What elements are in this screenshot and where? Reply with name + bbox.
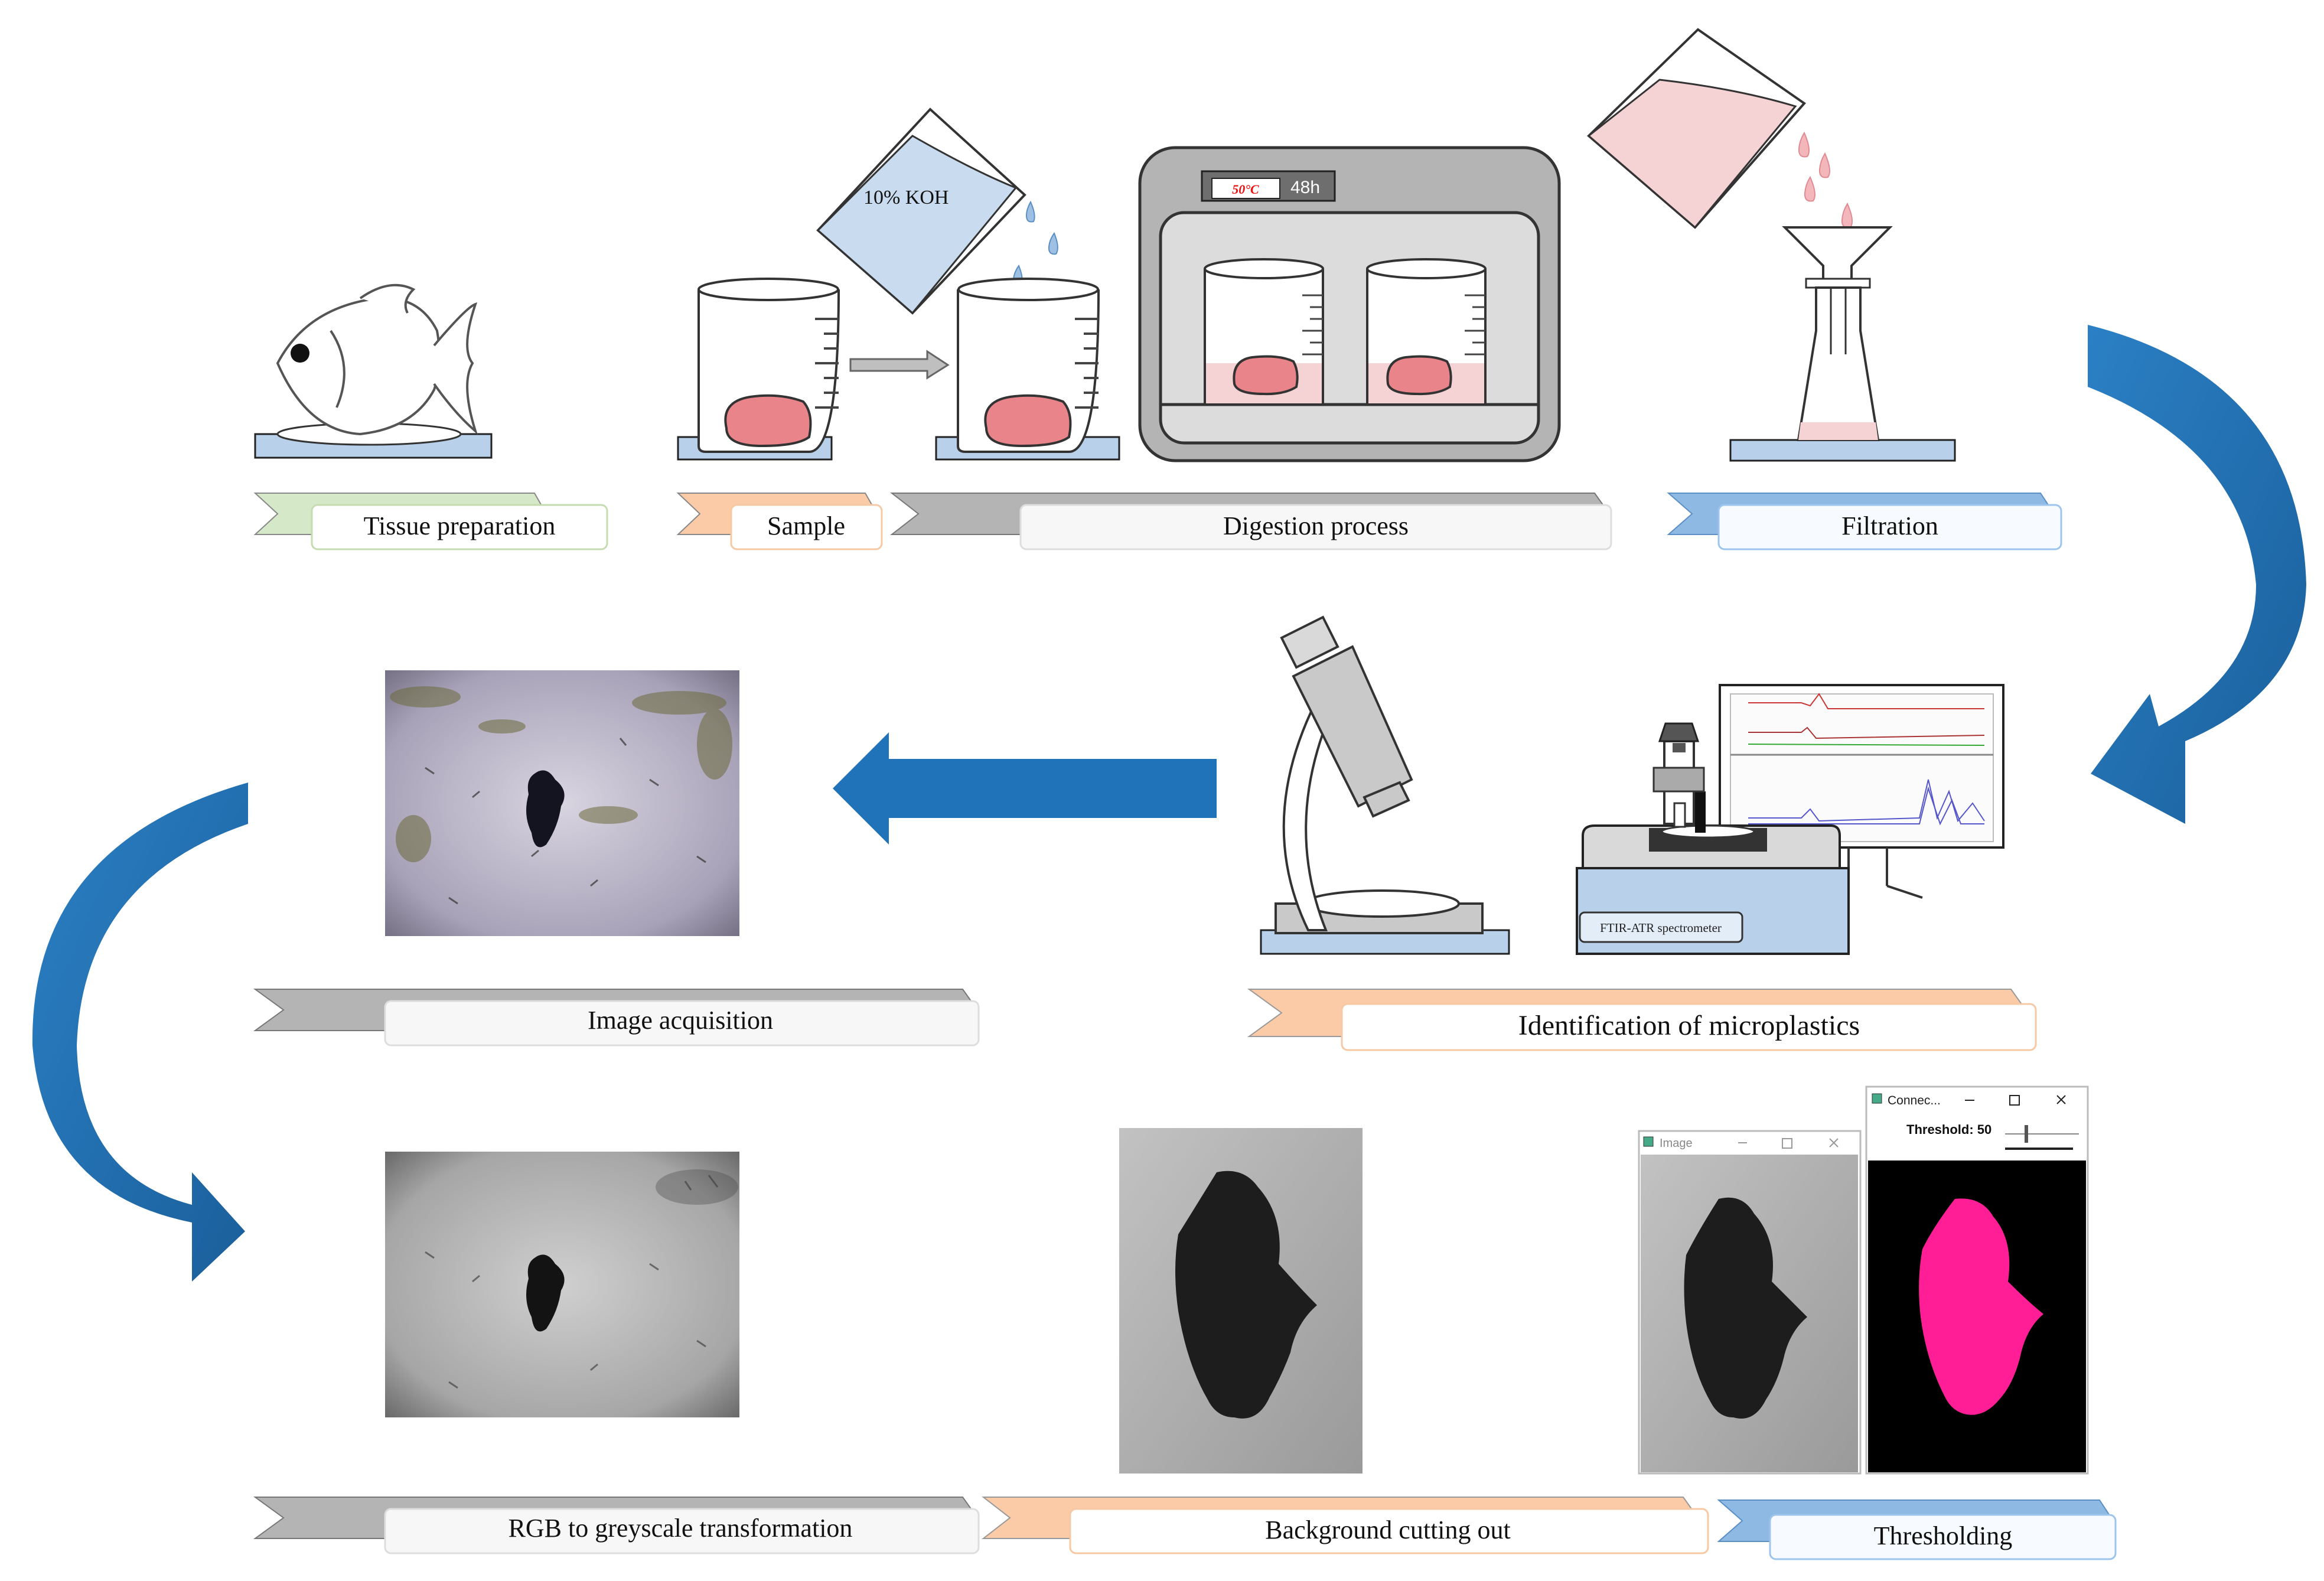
threshold-window: Connec... Threshold: 50 xyxy=(1865,1085,2089,1475)
close-icon[interactable] xyxy=(1829,1138,1839,1148)
label-image-acquisition: Image acquisition xyxy=(253,989,980,1047)
koh-beaker: 10% KOH xyxy=(816,107,1058,315)
incubator: 50°C 48h xyxy=(1138,146,1561,462)
close-icon[interactable] xyxy=(2056,1095,2066,1104)
microscope-image xyxy=(385,670,739,936)
threshold-value-label: Threshold: 50 xyxy=(1906,1122,1991,1137)
arrow-left xyxy=(833,732,1217,845)
svg-text:Identification of microplastic: Identification of microplastics xyxy=(1518,1010,1860,1041)
threshold-mask xyxy=(1919,1198,2043,1415)
label-greyscale: RGB to greyscale transformation xyxy=(253,1497,980,1554)
label-identification: Identification of microplastics xyxy=(1247,989,2037,1051)
temperature-display: 50°C xyxy=(1232,182,1259,197)
image-window-title: Image xyxy=(1660,1137,1693,1150)
label-thresholding: Thresholding xyxy=(1717,1499,2117,1560)
svg-text:Digestion process: Digestion process xyxy=(1223,511,1409,540)
curved-arrow-left xyxy=(32,783,248,1282)
image-window: Image xyxy=(1638,1130,1862,1475)
sample-beaker xyxy=(677,278,840,461)
fish-tail xyxy=(433,302,478,435)
svg-text:Tissue preparation: Tissue preparation xyxy=(364,511,556,540)
svg-text:Thresholding: Thresholding xyxy=(1874,1521,2013,1550)
koh-label: 10% KOH xyxy=(863,187,948,208)
label-background-cutting: Background cutting out xyxy=(982,1497,1709,1554)
svg-text:Image acquisition: Image acquisition xyxy=(588,1006,773,1035)
curved-arrow-right xyxy=(2088,325,2306,824)
svg-text:Filtration: Filtration xyxy=(1841,511,1938,540)
svg-text:Sample: Sample xyxy=(767,511,845,540)
fish-gill xyxy=(330,330,345,408)
label-tissue-preparation: Tissue preparation xyxy=(253,493,608,550)
fish-eye xyxy=(291,344,309,363)
ftir-spectrometer: FTIR-ATR spectrometer xyxy=(1576,684,2004,955)
receiving-beaker xyxy=(935,278,1120,461)
transfer-arrow xyxy=(849,350,950,380)
threshold-window-title: Connec... xyxy=(1888,1094,1941,1107)
fish-fin xyxy=(359,283,416,314)
filtration-setup xyxy=(1587,28,1956,462)
label-digestion-process: Digestion process xyxy=(890,493,1612,550)
svg-text:RGB to greyscale transformatio: RGB to greyscale transformation xyxy=(509,1514,853,1543)
background-cut-image xyxy=(1119,1128,1363,1474)
fish-body xyxy=(276,296,441,436)
spectrometer-label: FTIR-ATR spectrometer xyxy=(1600,921,1722,935)
microscope-drawing xyxy=(1260,615,1510,955)
svg-text:Background cutting out: Background cutting out xyxy=(1265,1515,1511,1544)
greyscale-image xyxy=(385,1152,739,1417)
label-sample: Sample xyxy=(676,493,883,550)
threshold-slider[interactable] xyxy=(2005,1125,2079,1150)
maximize-icon[interactable] xyxy=(1782,1138,1792,1149)
label-filtration: Filtration xyxy=(1667,493,2062,550)
fish-illustration xyxy=(254,283,493,459)
maximize-icon[interactable] xyxy=(2009,1095,2020,1106)
time-display: 48h xyxy=(1290,178,1320,197)
